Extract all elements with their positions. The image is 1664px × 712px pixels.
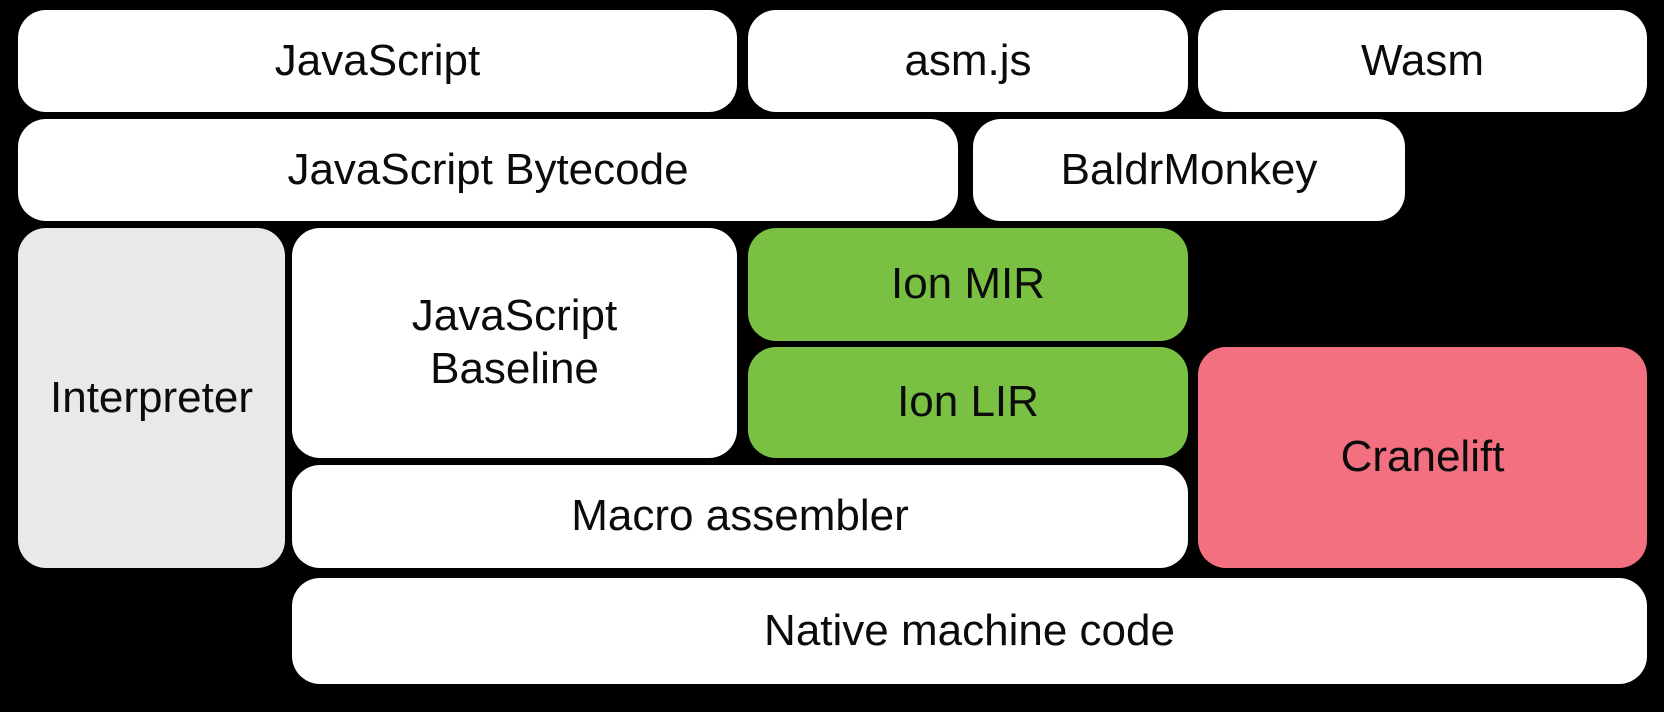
box-macro-assembler-label: Macro assembler: [571, 491, 909, 541]
box-cranelift-label: Cranelift: [1340, 432, 1505, 482]
box-ion-mir-label: Ion MIR: [890, 259, 1046, 309]
box-native-machine-code-label: Native machine code: [764, 605, 1175, 655]
box-javascript-bytecode: JavaScript Bytecode: [18, 119, 958, 221]
box-ion-lir-label: Ion LIR: [897, 377, 1039, 427]
box-interpreter-label: Interpreter: [50, 372, 253, 422]
box-interpreter: Interpreter: [18, 228, 285, 568]
box-native-machine-code: Native machine code: [292, 578, 1647, 684]
box-ion-lir: Ion LIR: [748, 347, 1188, 458]
box-javascript-baseline: JavaScript Baseline: [292, 228, 737, 458]
box-ion-mir: Ion MIR: [748, 228, 1188, 341]
box-javascript-baseline-label: JavaScript Baseline: [411, 291, 618, 393]
box-javascript-label: JavaScript: [274, 35, 481, 85]
box-cranelift: Cranelift: [1198, 347, 1647, 568]
box-asmjs: asm.js: [748, 10, 1188, 112]
box-javascript: JavaScript: [18, 10, 737, 112]
box-wasm-label: Wasm: [1360, 35, 1485, 85]
box-baldrmonkey: BaldrMonkey: [973, 119, 1405, 221]
box-asmjs-label: asm.js: [904, 35, 1032, 85]
box-javascript-bytecode-label: JavaScript Bytecode: [287, 144, 689, 194]
box-baldrmonkey-label: BaldrMonkey: [1060, 144, 1318, 194]
box-macro-assembler: Macro assembler: [292, 465, 1188, 568]
box-wasm: Wasm: [1198, 10, 1647, 112]
